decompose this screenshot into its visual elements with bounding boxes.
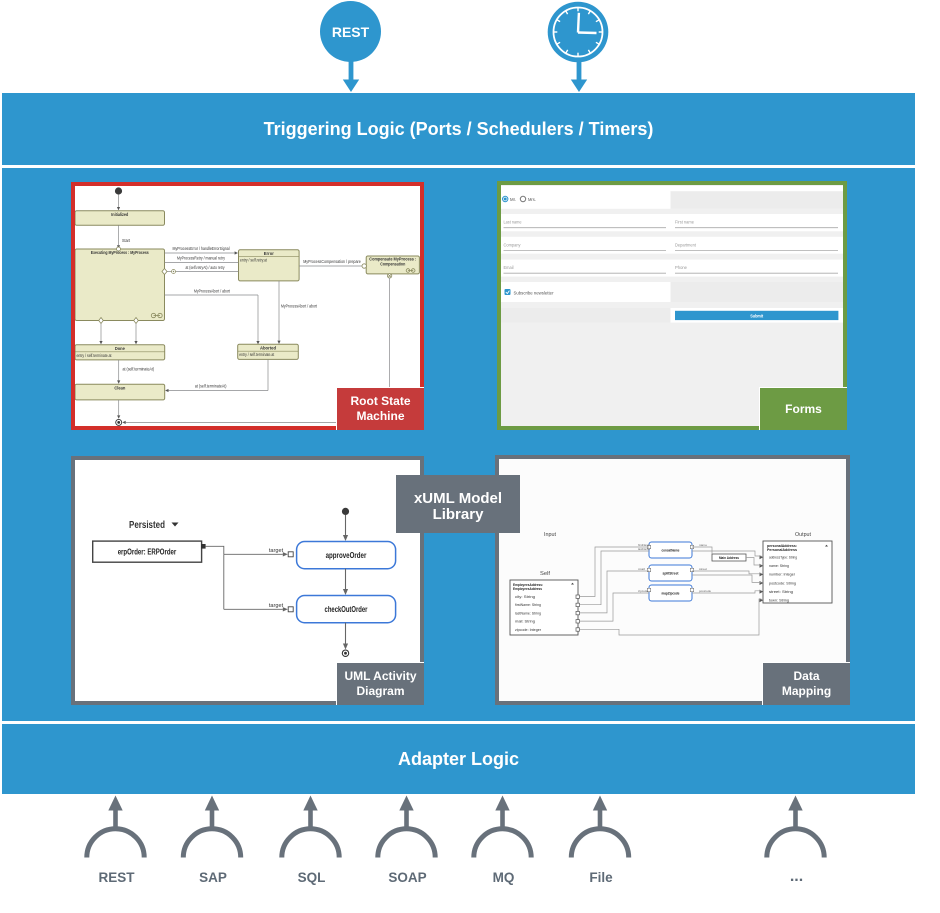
svg-text:Main Address: Main Address xyxy=(719,556,739,560)
svg-text:SOAP: SOAP xyxy=(388,870,426,885)
svg-text:MyProcessAbort / abort: MyProcessAbort / abort xyxy=(194,288,231,293)
svg-text:Mrs.: Mrs. xyxy=(528,197,536,202)
svg-text:postcode: String: postcode: String xyxy=(769,581,796,585)
svg-text:Persisted: Persisted xyxy=(129,520,165,531)
svg-text:city: String: city: String xyxy=(515,595,535,599)
svg-text:entry / self.terminate.at: entry / self.terminate.at xyxy=(77,353,113,358)
svg-text:Compensation: Compensation xyxy=(380,262,405,267)
svg-text:MyProcessCompensation / prepar: MyProcessCompensation / prepare xyxy=(303,259,361,264)
svg-text:MQ: MQ xyxy=(493,870,515,885)
svg-text:EmployeesAddress:: EmployeesAddress: xyxy=(513,583,543,587)
svg-text:...: ... xyxy=(790,868,803,885)
svg-text:target: target xyxy=(269,603,284,609)
svg-text:Phone: Phone xyxy=(675,265,687,270)
svg-text:MyProcessRetry / manual retry: MyProcessRetry / manual retry xyxy=(177,256,226,261)
svg-text:Input: Input xyxy=(544,532,556,538)
svg-text:Done: Done xyxy=(115,346,126,351)
svg-text:Error: Error xyxy=(264,251,274,256)
svg-text:PersonalAddress: PersonalAddress xyxy=(767,548,797,552)
svg-text:Email: Email xyxy=(504,265,514,270)
svg-text:approveOrder: approveOrder xyxy=(326,550,367,560)
svg-text:MyProcessError / handleErrorSi: MyProcessError / handleErrorSignal xyxy=(173,246,230,251)
svg-text:at (self.terminateAt): at (self.terminateAt) xyxy=(123,367,155,372)
svg-text:File: File xyxy=(589,870,613,885)
svg-text:entry / self.retry.at: entry / self.retry.at xyxy=(240,258,268,263)
svg-text:firstName: String: firstName: String xyxy=(515,603,541,607)
svg-text:Initialized: Initialized xyxy=(111,212,128,217)
svg-text:Last name: Last name xyxy=(504,220,522,225)
svg-text:personalAddress:: personalAddress: xyxy=(767,544,797,548)
svg-text:addressType: String: addressType: String xyxy=(769,556,797,560)
svg-text:number: Integer: number: Integer xyxy=(769,573,796,577)
svg-text:checkOutOrder: checkOutOrder xyxy=(325,604,368,614)
svg-text:splitStreet: splitStreet xyxy=(663,572,680,576)
svg-text:SAP: SAP xyxy=(199,870,227,885)
svg-text:firstName: firstName xyxy=(638,543,650,547)
svg-text:SQL: SQL xyxy=(298,870,326,885)
svg-text:street: String: street: String xyxy=(769,590,793,594)
svg-text:town: String: town: String xyxy=(769,599,789,603)
svg-text:name: String: name: String xyxy=(769,564,789,568)
svg-text:Compensate MyProcess :: Compensate MyProcess : xyxy=(369,257,416,262)
svg-text:concatName: concatName xyxy=(662,549,680,553)
svg-text:Aborted: Aborted xyxy=(260,345,276,350)
svg-text:at (self.terminateAt): at (self.terminateAt) xyxy=(195,383,227,388)
svg-text:target: target xyxy=(269,548,284,554)
svg-text:Executing MyProcess : MyProces: Executing MyProcess : MyProcess xyxy=(91,250,149,255)
svg-text:street: street xyxy=(699,567,707,571)
svg-text:at (self.retryAt) / auto retry: at (self.retryAt) / auto retry xyxy=(186,265,226,270)
svg-text:erpOrder: ERPOrder: erpOrder: ERPOrder xyxy=(118,548,177,557)
svg-text:Submit: Submit xyxy=(750,313,763,319)
svg-text:name: name xyxy=(699,543,707,547)
svg-text:Subscribe newsletter: Subscribe newsletter xyxy=(514,290,554,295)
svg-text:Department: Department xyxy=(675,242,697,247)
svg-text:Clean: Clean xyxy=(114,385,125,390)
svg-text:MyProcessAbort / abort: MyProcessAbort / abort xyxy=(281,304,318,309)
svg-text:mail: mail xyxy=(638,567,645,571)
svg-text:lastName: lastName xyxy=(638,547,650,551)
svg-text:mapZipcode: mapZipcode xyxy=(662,592,680,596)
svg-text:Mr.: Mr. xyxy=(510,197,516,202)
svg-text:postcode: postcode xyxy=(699,589,711,593)
svg-text:REST: REST xyxy=(98,870,135,885)
svg-text:Output: Output xyxy=(795,532,811,538)
svg-text:EmployeesAddress: EmployeesAddress xyxy=(513,587,542,591)
svg-text:entry / self.terminate.at: entry / self.terminate.at xyxy=(239,352,275,357)
svg-text:mail: String: mail: String xyxy=(515,620,535,624)
svg-text:Self: Self xyxy=(540,571,550,577)
svg-text:zipcode: zipcode xyxy=(638,589,648,593)
svg-text:zipcode: Integer: zipcode: Integer xyxy=(515,628,542,632)
svg-text:Start: Start xyxy=(122,238,131,243)
svg-text:Company: Company xyxy=(504,242,522,247)
svg-text:lastName: String: lastName: String xyxy=(515,611,541,615)
svg-text:First name: First name xyxy=(675,220,694,225)
